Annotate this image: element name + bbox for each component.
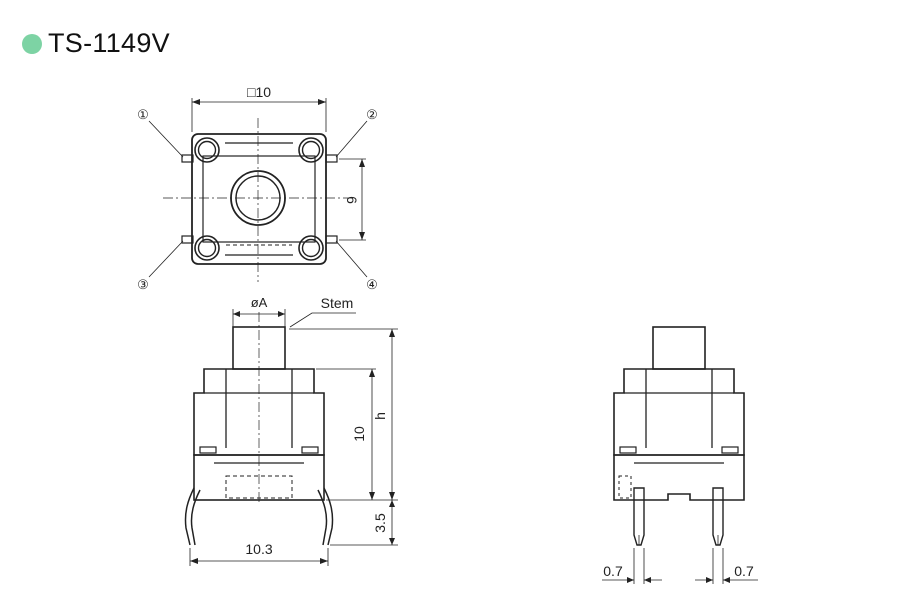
stem-diameter-label: øA xyxy=(251,295,268,310)
width-label: □10 xyxy=(247,84,271,100)
pin-width-dimensions xyxy=(602,548,758,584)
terminal-pins xyxy=(181,154,338,244)
top-body-outline xyxy=(191,133,327,265)
lead-span-label: 10.3 xyxy=(245,541,272,557)
side-pins xyxy=(633,487,724,546)
front-view: øA Stem 10 h 3.5 10.3 xyxy=(184,295,398,566)
stem-diameter-dimension xyxy=(232,309,286,327)
pitch-dimension xyxy=(339,158,366,241)
terminal-1-label: ① xyxy=(137,107,149,122)
pitch-label: 6 xyxy=(344,196,360,204)
side-housing-upper xyxy=(613,368,745,456)
corner-posts xyxy=(194,137,324,261)
terminal-3-label: ③ xyxy=(137,277,149,292)
side-stem-body xyxy=(652,326,706,370)
width-dimension xyxy=(191,98,327,132)
top-inner-frame xyxy=(202,155,316,243)
terminal-2-label: ② xyxy=(366,107,378,122)
stem-outer-circle xyxy=(230,170,286,226)
right-pin-width-label: 0.7 xyxy=(734,563,754,579)
stem-label: Stem xyxy=(321,295,354,311)
housing-base xyxy=(193,454,325,501)
total-height-label: h xyxy=(372,412,388,420)
front-leads xyxy=(184,487,334,546)
left-pin-width-label: 0.7 xyxy=(603,563,623,579)
lead-span-dimension xyxy=(189,548,329,566)
body-height-label: 10 xyxy=(351,426,367,442)
terminal-4-label: ④ xyxy=(366,277,378,292)
side-housing-base xyxy=(613,454,745,501)
height-dimensions xyxy=(289,328,398,546)
top-view: □10 6 ① ② ③ ④ xyxy=(137,84,378,292)
side-view: 0.7 0.7 xyxy=(602,326,758,584)
bullet-icon xyxy=(22,33,42,54)
top-view-centerlines xyxy=(163,118,355,282)
title-row: TS-1149V xyxy=(22,28,170,59)
lead-length-label: 3.5 xyxy=(372,513,388,533)
terminal-leaders xyxy=(148,120,368,278)
page-title: TS-1149V xyxy=(48,28,170,58)
stem-inner-circle xyxy=(235,175,281,221)
